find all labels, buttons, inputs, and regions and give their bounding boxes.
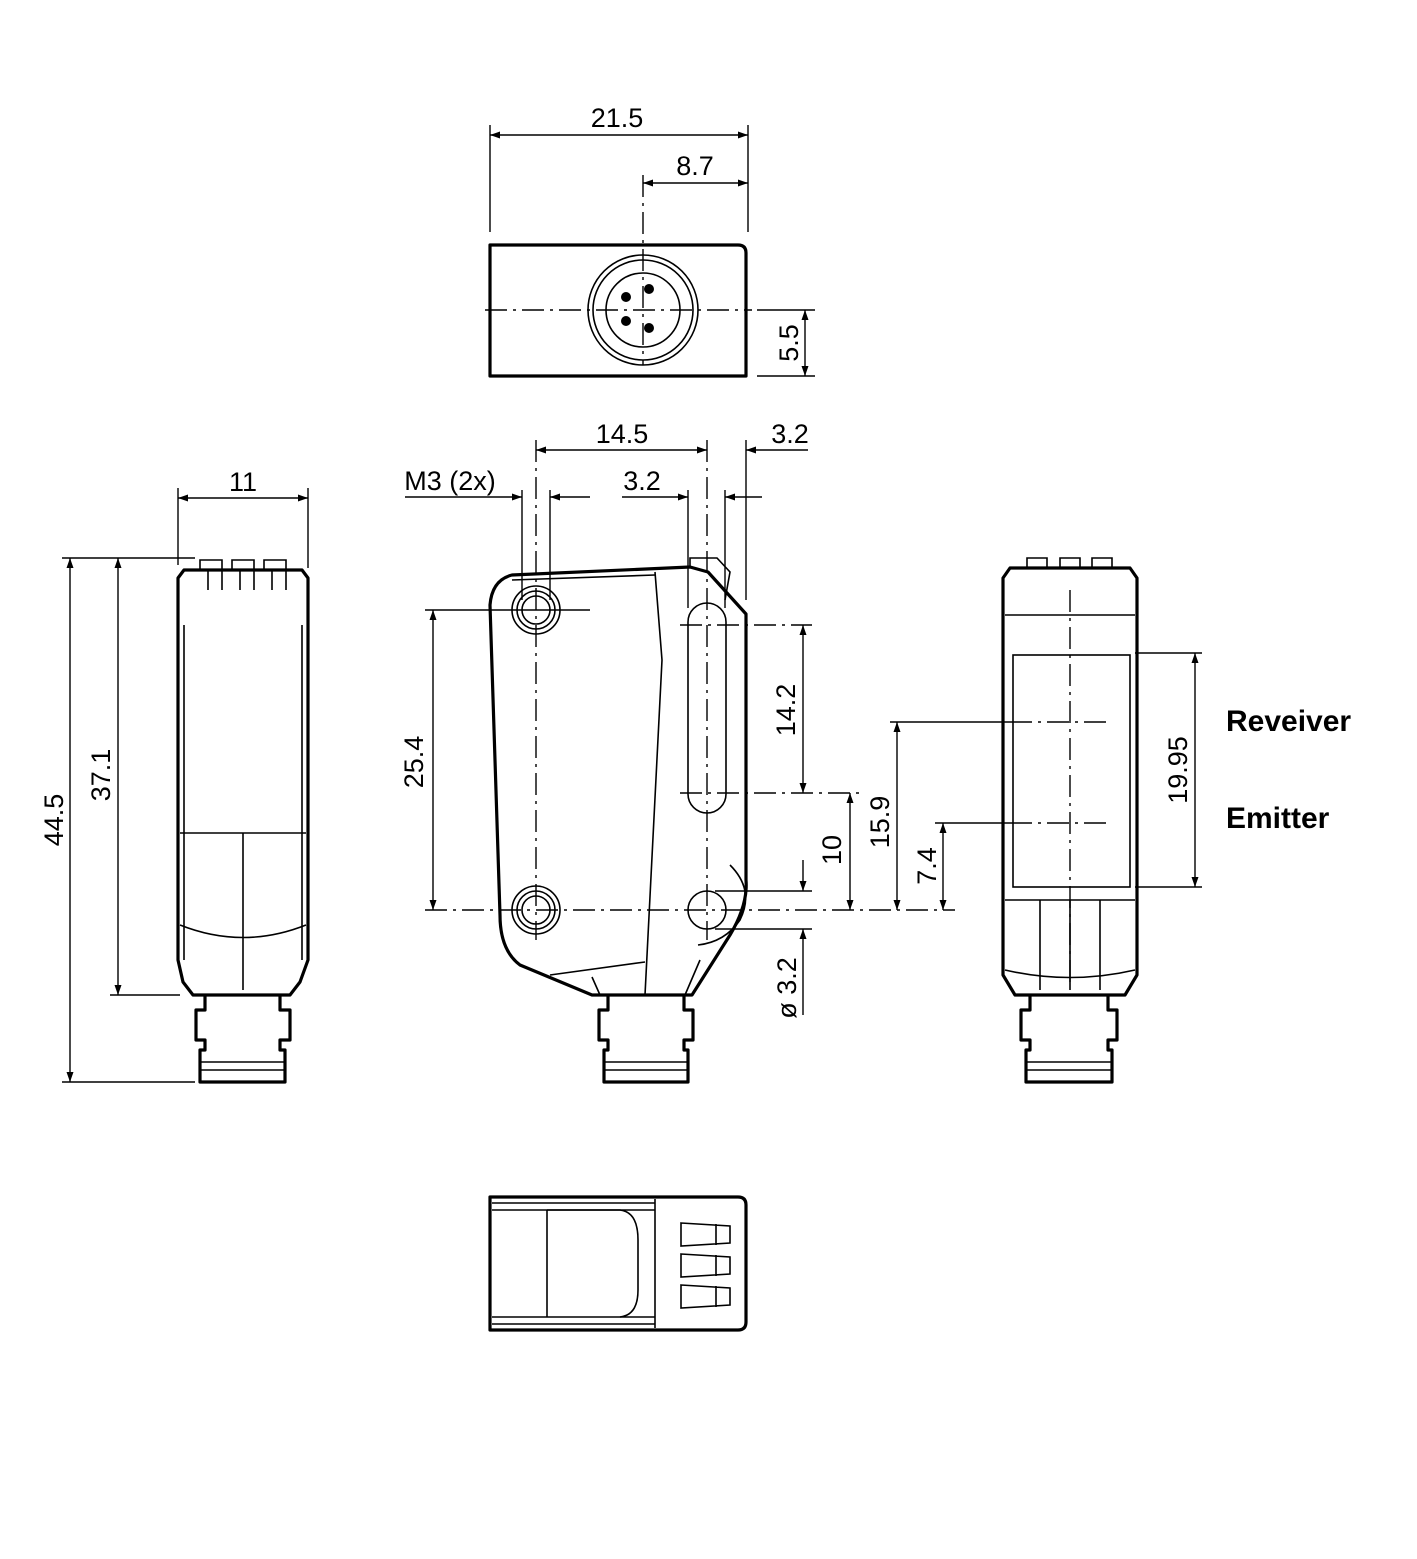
dim-25-4: 25.4 [399,736,429,789]
emitter-label: Emitter [1226,802,1330,835]
dim-15-9: 15.9 [865,796,895,849]
dim-14-2: 14.2 [771,684,801,737]
dim-3-2-slot: 3.2 [623,466,661,496]
dim-10: 10 [817,835,847,865]
dim-19-95: 19.95 [1163,736,1193,804]
dim-37-1: 37.1 [86,749,116,802]
dim-44-5: 44.5 [39,794,69,847]
dim-21-5: 21.5 [591,103,644,133]
dim-hole-diameter: ø 3.2 [772,957,802,1019]
front-view: 14.5 3.2 M3 (2x) 3.2 25.4 14.2 10 ø 3.2 [399,419,955,1084]
bottom-view [488,1195,748,1332]
dim-7-4: 7.4 [912,847,942,885]
left-side-view: 11 44.5 37.1 [39,467,310,1084]
dim-14-5: 14.5 [596,419,649,449]
right-side-view: 15.9 7.4 19.95 Reveiver Emitter [865,557,1351,1084]
top-view: 21.5 8.7 5.5 [485,103,815,378]
dim-5-5: 5.5 [774,324,804,362]
dim-8-7: 8.7 [676,151,714,181]
dim-11: 11 [229,467,257,497]
connector-pins [621,284,654,333]
receiver-label: Reveiver [1226,705,1351,738]
pin-slots [680,1222,731,1309]
dim-3-2-top: 3.2 [771,419,809,449]
dim-m3-thread: M3 (2x) [404,466,496,496]
